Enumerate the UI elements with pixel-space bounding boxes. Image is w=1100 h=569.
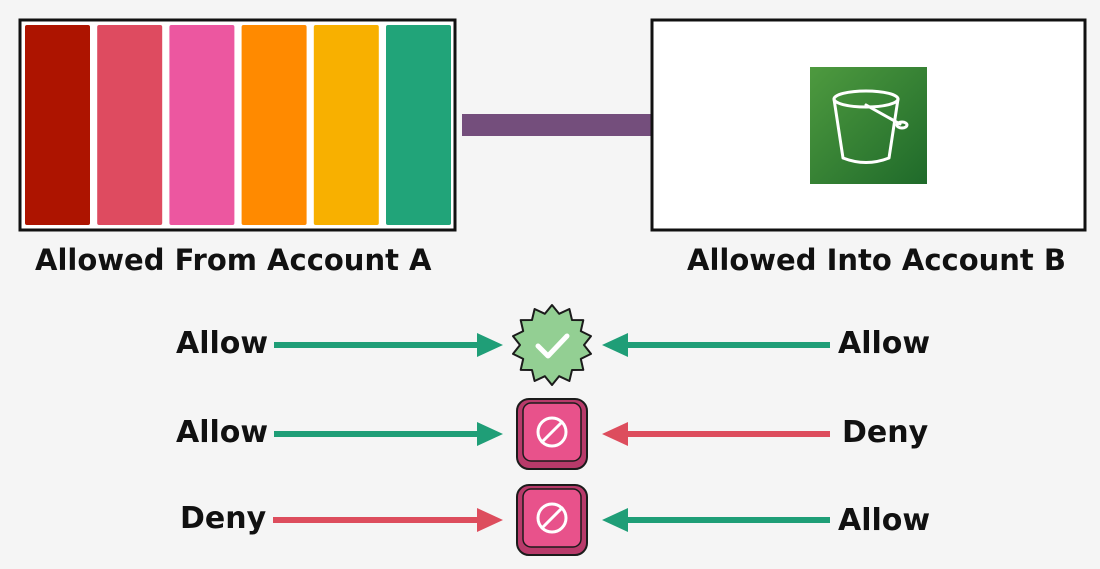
rule-1-right-label: Allow [838, 326, 931, 361]
color-bar-4 [241, 25, 307, 225]
account-b-caption: Allowed Into Account B [687, 243, 1066, 277]
rule-3-right-label: Allow [838, 503, 931, 538]
rule-3-left-arrow [273, 508, 503, 532]
no-entry-icon [516, 398, 588, 470]
rule-2-right-label: Deny [842, 415, 929, 450]
rule-3-left-label: Deny [180, 501, 267, 536]
color-bar-1 [25, 25, 90, 225]
rule-1-left-label: Allow [176, 326, 269, 361]
account-a-box [18, 18, 457, 232]
account-b-box [650, 18, 1087, 232]
color-bar-5 [313, 25, 379, 225]
color-bar-6 [386, 25, 451, 225]
color-bar-2 [97, 25, 163, 225]
rule-3-right-arrow [602, 508, 830, 532]
rules-matrix [273, 304, 830, 556]
no-entry-icon [516, 484, 588, 556]
account-a-color-bars [25, 25, 451, 225]
rule-2-left-label: Allow [176, 415, 269, 450]
account-a-caption: Allowed From Account A [35, 243, 432, 277]
color-bar-3 [169, 25, 235, 225]
rule-2-right-arrow [602, 422, 830, 446]
rule-2-left-arrow [274, 422, 503, 446]
verified-badge-icon [512, 304, 592, 386]
rule-1-right-arrow [602, 333, 830, 357]
bucket-icon [810, 67, 927, 184]
rule-1-left-arrow [274, 333, 503, 357]
